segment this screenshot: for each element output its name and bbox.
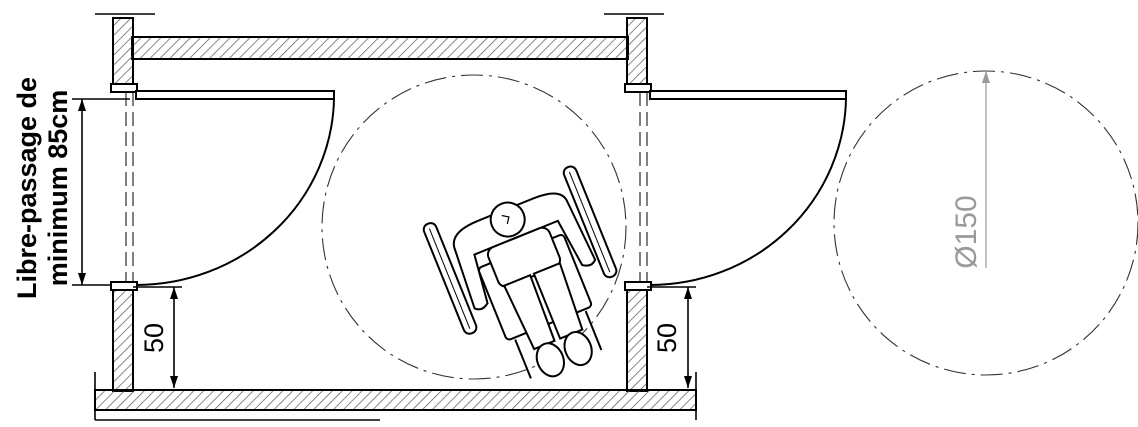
clear-passage-label: Libre-passage de minimum 85cm <box>12 0 74 378</box>
top-wall <box>131 36 629 60</box>
right-top-pier <box>626 17 648 89</box>
wheelchair-user-figure <box>422 165 618 379</box>
clear-passage-label-line1: Libre-passage de <box>12 76 42 300</box>
diameter-label: Ø150 <box>950 195 983 268</box>
left-50-dimension <box>133 286 182 388</box>
right-50-label: 50 <box>652 323 682 353</box>
clear-passage-label-line2: minimum 85cm <box>43 89 73 287</box>
user-leg-left <box>502 273 556 351</box>
right-door <box>649 90 847 286</box>
left-door <box>135 90 335 286</box>
bottom-wall <box>94 389 697 411</box>
left-bottom-pier <box>112 286 134 392</box>
right-50-dimension <box>647 286 696 388</box>
user-shoe-left <box>535 342 565 378</box>
diameter-dimension <box>982 71 990 268</box>
right-door-leaf <box>649 90 847 100</box>
left-door-leaf <box>135 90 335 100</box>
user-shoe-right <box>563 331 593 367</box>
wall-ticks <box>94 13 697 421</box>
right-door-swing <box>649 98 847 286</box>
left-50-label: 50 <box>139 323 169 353</box>
walls <box>94 17 697 411</box>
door-openings <box>125 92 648 282</box>
left-door-swing <box>135 98 335 286</box>
passage-dimension <box>72 98 130 286</box>
right-bottom-pier <box>626 286 648 392</box>
left-top-pier <box>112 17 134 89</box>
door-frames <box>110 83 652 291</box>
turning-circle-lobby <box>321 74 627 380</box>
user-leg-right <box>532 261 584 340</box>
user-arms <box>452 192 597 311</box>
